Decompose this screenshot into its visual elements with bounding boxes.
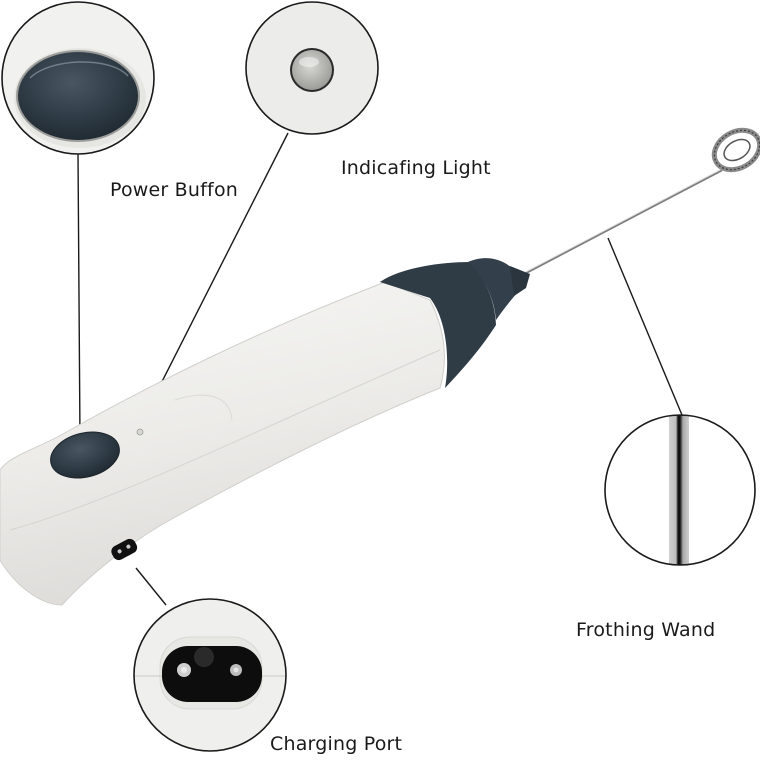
indicator-light-leader-line (139, 132, 289, 426)
frother-body (0, 258, 530, 606)
frothing-wand-callout (604, 414, 756, 566)
indicator-light-label: Indicafing Light (341, 157, 491, 179)
charging-port-icon (162, 646, 262, 702)
frothing-wand-label: Frothing Wand (576, 619, 716, 641)
wand-rod-closeup-icon (669, 415, 689, 565)
power-button-callout (1, 1, 155, 155)
charging-port-callout (133, 598, 287, 752)
callout-lines (77, 132, 683, 606)
frothing-wand-icon (519, 127, 760, 278)
power-button-label: Power Buffon (110, 179, 239, 201)
power-button-icon (18, 52, 138, 140)
indicator-light-icon (292, 50, 332, 90)
indicator-light-callout (245, 1, 379, 135)
power-button-leader-line (77, 153, 81, 441)
charging-port-label: Charging Port (270, 733, 403, 755)
charging-port-leader-line (135, 567, 167, 606)
frothing-wand-leader-line (607, 237, 683, 416)
